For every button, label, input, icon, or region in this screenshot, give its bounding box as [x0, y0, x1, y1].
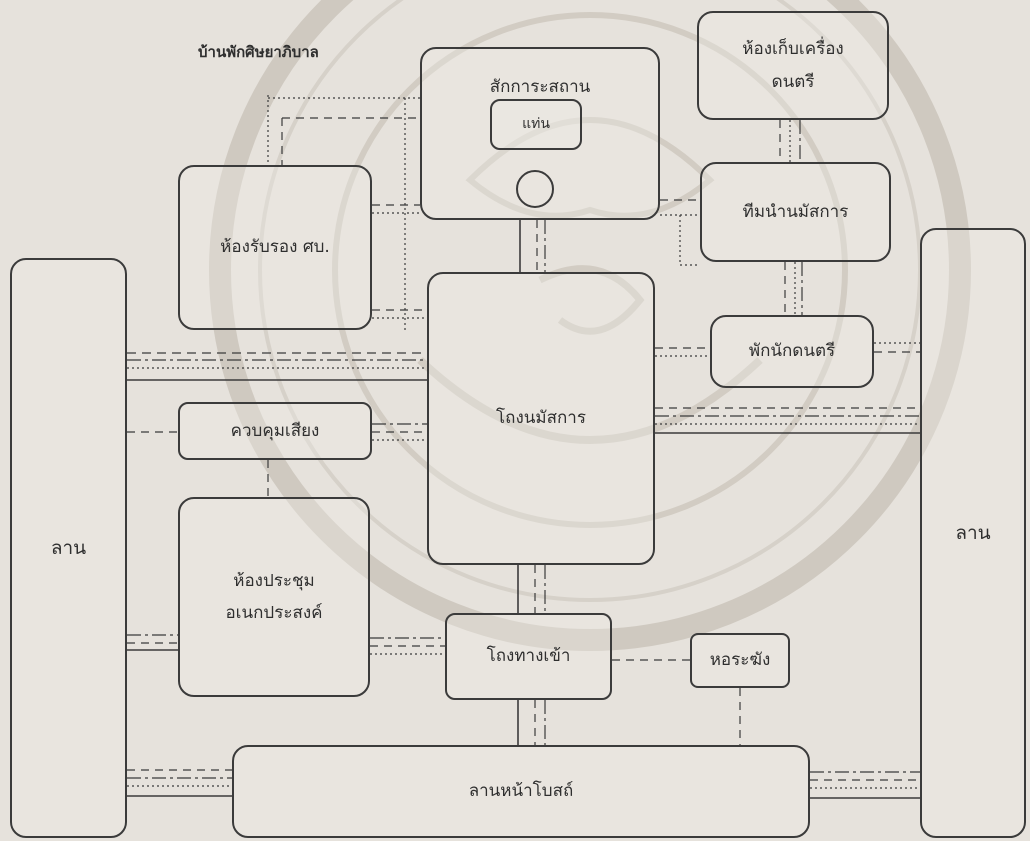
courtyard-left-label: ลาน — [50, 536, 87, 559]
worship-hall-node: โถงนมัสการ — [427, 272, 655, 565]
entrance-hall-node: โถงทางเข้า — [445, 613, 612, 700]
entrance-hall-label: โถงทางเข้า — [486, 646, 571, 667]
musicians-rest-node: พักนักดนตรี — [710, 315, 874, 388]
instrument-storage-node: ห้องเก็บเครื่อง ดนตรี — [697, 11, 889, 120]
multipurpose-label-line1: ห้องประชุม — [233, 570, 315, 591]
instrument-storage-label-line2: ดนตรี — [771, 71, 815, 92]
pastor-house-label: บ้านพักศิษยาภิบาล — [198, 43, 319, 61]
musicians-rest-label: พักนักดนตรี — [748, 341, 836, 362]
altar-circle — [516, 170, 554, 208]
sound-control-label: ควบคุมเสียง — [230, 420, 320, 441]
worship-team-label: ทีมนำนมัสการ — [742, 201, 849, 222]
courtyard-left-node: ลาน — [10, 258, 127, 838]
bell-tower-node: หอระฆัง — [690, 633, 790, 688]
reception-label: ห้องรับรอง ศบ. — [220, 237, 330, 258]
reception-node: ห้องรับรอง ศบ. — [178, 165, 372, 330]
altar-node: แท่น — [490, 99, 582, 150]
multipurpose-room-node: ห้องประชุม อเนกประสงค์ — [178, 497, 370, 697]
front-courtyard-label: ลานหน้าโบสถ์ — [468, 781, 574, 802]
sanctuary-label: สักการะสถาน — [489, 77, 591, 97]
worship-hall-label: โถงนมัสการ — [496, 408, 586, 429]
sound-control-node: ควบคุมเสียง — [178, 402, 372, 460]
multipurpose-label-line2: อเนกประสงค์ — [225, 603, 323, 623]
altar-label: แท่น — [522, 116, 550, 133]
front-courtyard-node: ลานหน้าโบสถ์ — [232, 745, 810, 838]
bell-tower-label: หอระฆัง — [709, 650, 771, 671]
courtyard-right-node: ลาน — [920, 228, 1026, 838]
instrument-storage-label-line1: ห้องเก็บเครื่อง — [742, 39, 844, 60]
courtyard-right-label: ลาน — [955, 521, 991, 544]
worship-team-node: ทีมนำนมัสการ — [700, 162, 891, 262]
